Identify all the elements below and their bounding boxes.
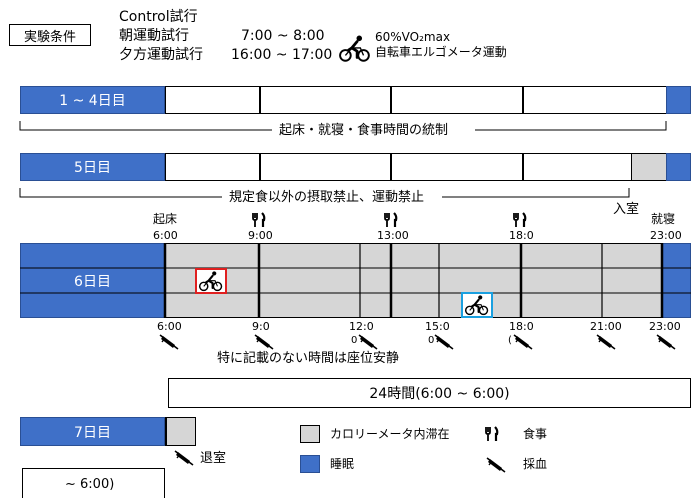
syringe-icon bbox=[434, 334, 454, 350]
day1-4-text: 1 ~ 4日目 bbox=[59, 93, 126, 109]
bottom-time-1800-cont: ( bbox=[508, 335, 512, 346]
syringe-icon bbox=[656, 334, 676, 350]
exit-room-label: 退室 bbox=[200, 451, 227, 466]
day7-text: 7日目 bbox=[74, 424, 111, 441]
day6-chamber-area bbox=[165, 243, 663, 318]
meal-icon bbox=[485, 426, 499, 442]
day7-label: 7日目 bbox=[20, 417, 165, 446]
day1-4-divider bbox=[522, 86, 524, 114]
bottom-time-1800: 18:0 bbox=[509, 320, 534, 333]
day6-text: 6日目 bbox=[74, 273, 111, 290]
morning-trial-label: 朝運動試行 bbox=[119, 28, 189, 44]
end-time-box: ~ 6:00) bbox=[22, 468, 165, 498]
bottom-time-900: 9:0 bbox=[252, 320, 270, 333]
control-trial-label: Control試行 bbox=[119, 9, 198, 25]
morning-trial-time: 7:00 ~ 8:00 bbox=[241, 28, 325, 44]
day5-label: 5日目 bbox=[20, 153, 165, 181]
syringe-icon bbox=[174, 450, 194, 466]
top-time-1800: 18:0 bbox=[509, 229, 534, 242]
control-note: 起床・就寝・食事時間の統制 bbox=[279, 123, 449, 138]
legend-blood-label: 採血 bbox=[523, 457, 548, 471]
syringe-icon bbox=[596, 334, 616, 350]
legend-meal-label: 食事 bbox=[523, 427, 548, 441]
bottom-time-1200-cont: 0 bbox=[351, 335, 358, 346]
bicycle-icon bbox=[198, 271, 224, 292]
legend-chamber-label: カロリーメータ内滞在 bbox=[330, 427, 450, 441]
period-box: 24時間(6:00 ~ 6:00) bbox=[168, 378, 691, 408]
bicycle-icon bbox=[464, 295, 490, 316]
day1-4-timeline bbox=[165, 86, 667, 114]
day7-divider bbox=[165, 417, 167, 446]
syringe-icon bbox=[254, 334, 274, 350]
bottom-time-1500: 15:0 bbox=[425, 320, 450, 333]
day5-divider bbox=[522, 153, 524, 181]
sleep-label: 就寝 bbox=[651, 212, 676, 226]
syringe-icon bbox=[159, 334, 179, 350]
condition-label-box: 実験条件 bbox=[9, 24, 91, 46]
day5-sleep-block bbox=[666, 153, 691, 181]
day5-text: 5日目 bbox=[74, 160, 111, 176]
syringe-icon bbox=[358, 334, 378, 350]
bottom-time-1500-cont: 0 bbox=[428, 335, 435, 346]
top-time-2300: 23:00 bbox=[650, 229, 682, 242]
day1-4-label: 1 ~ 4日目 bbox=[20, 86, 165, 114]
day6-label: 6日目 bbox=[20, 243, 165, 318]
day7-chamber-block bbox=[165, 417, 196, 446]
legend-sleep-label: 睡眠 bbox=[330, 457, 355, 471]
top-time-1300: 13:00 bbox=[377, 229, 409, 242]
diet-note: 規定食以外の摂取禁止、運動禁止 bbox=[229, 190, 425, 205]
enter-room-label: 入室 bbox=[613, 202, 640, 217]
syringe-icon bbox=[513, 334, 533, 350]
evening-trial-label: 夕方運動試行 bbox=[119, 47, 203, 63]
period-label: 24時間(6:00 ~ 6:00) bbox=[369, 386, 510, 402]
day1-4-divider bbox=[259, 86, 261, 114]
bottom-time-1200: 12:0 bbox=[349, 320, 374, 333]
day5-timeline bbox=[165, 153, 632, 181]
bottom-time-600: 6:00 bbox=[157, 320, 182, 333]
day1-4-divider bbox=[390, 86, 392, 114]
evening-trial-time: 16:00 ~ 17:00 bbox=[231, 47, 333, 63]
exercise-intensity: 60%VO₂max bbox=[375, 30, 451, 44]
condition-label: 実験条件 bbox=[23, 29, 76, 45]
day5-divider bbox=[390, 153, 392, 181]
end-time-label: ~ 6:00) bbox=[65, 477, 115, 492]
top-time-600: 6:00 bbox=[153, 229, 178, 242]
legend-chamber-swatch bbox=[300, 425, 320, 443]
legend-sleep-swatch bbox=[300, 455, 320, 473]
syringe-icon bbox=[486, 457, 506, 473]
top-time-900: 9:00 bbox=[248, 229, 273, 242]
bottom-time-2300: 23:00 bbox=[649, 320, 681, 333]
rest-note: 特に記載のない時間は座位安静 bbox=[217, 351, 400, 366]
day5-divider bbox=[259, 153, 261, 181]
wake-label: 起床 bbox=[153, 212, 178, 226]
bottom-time-2100: 21:00 bbox=[590, 320, 622, 333]
exercise-type: 自転車エルゴメータ運動 bbox=[375, 45, 507, 59]
